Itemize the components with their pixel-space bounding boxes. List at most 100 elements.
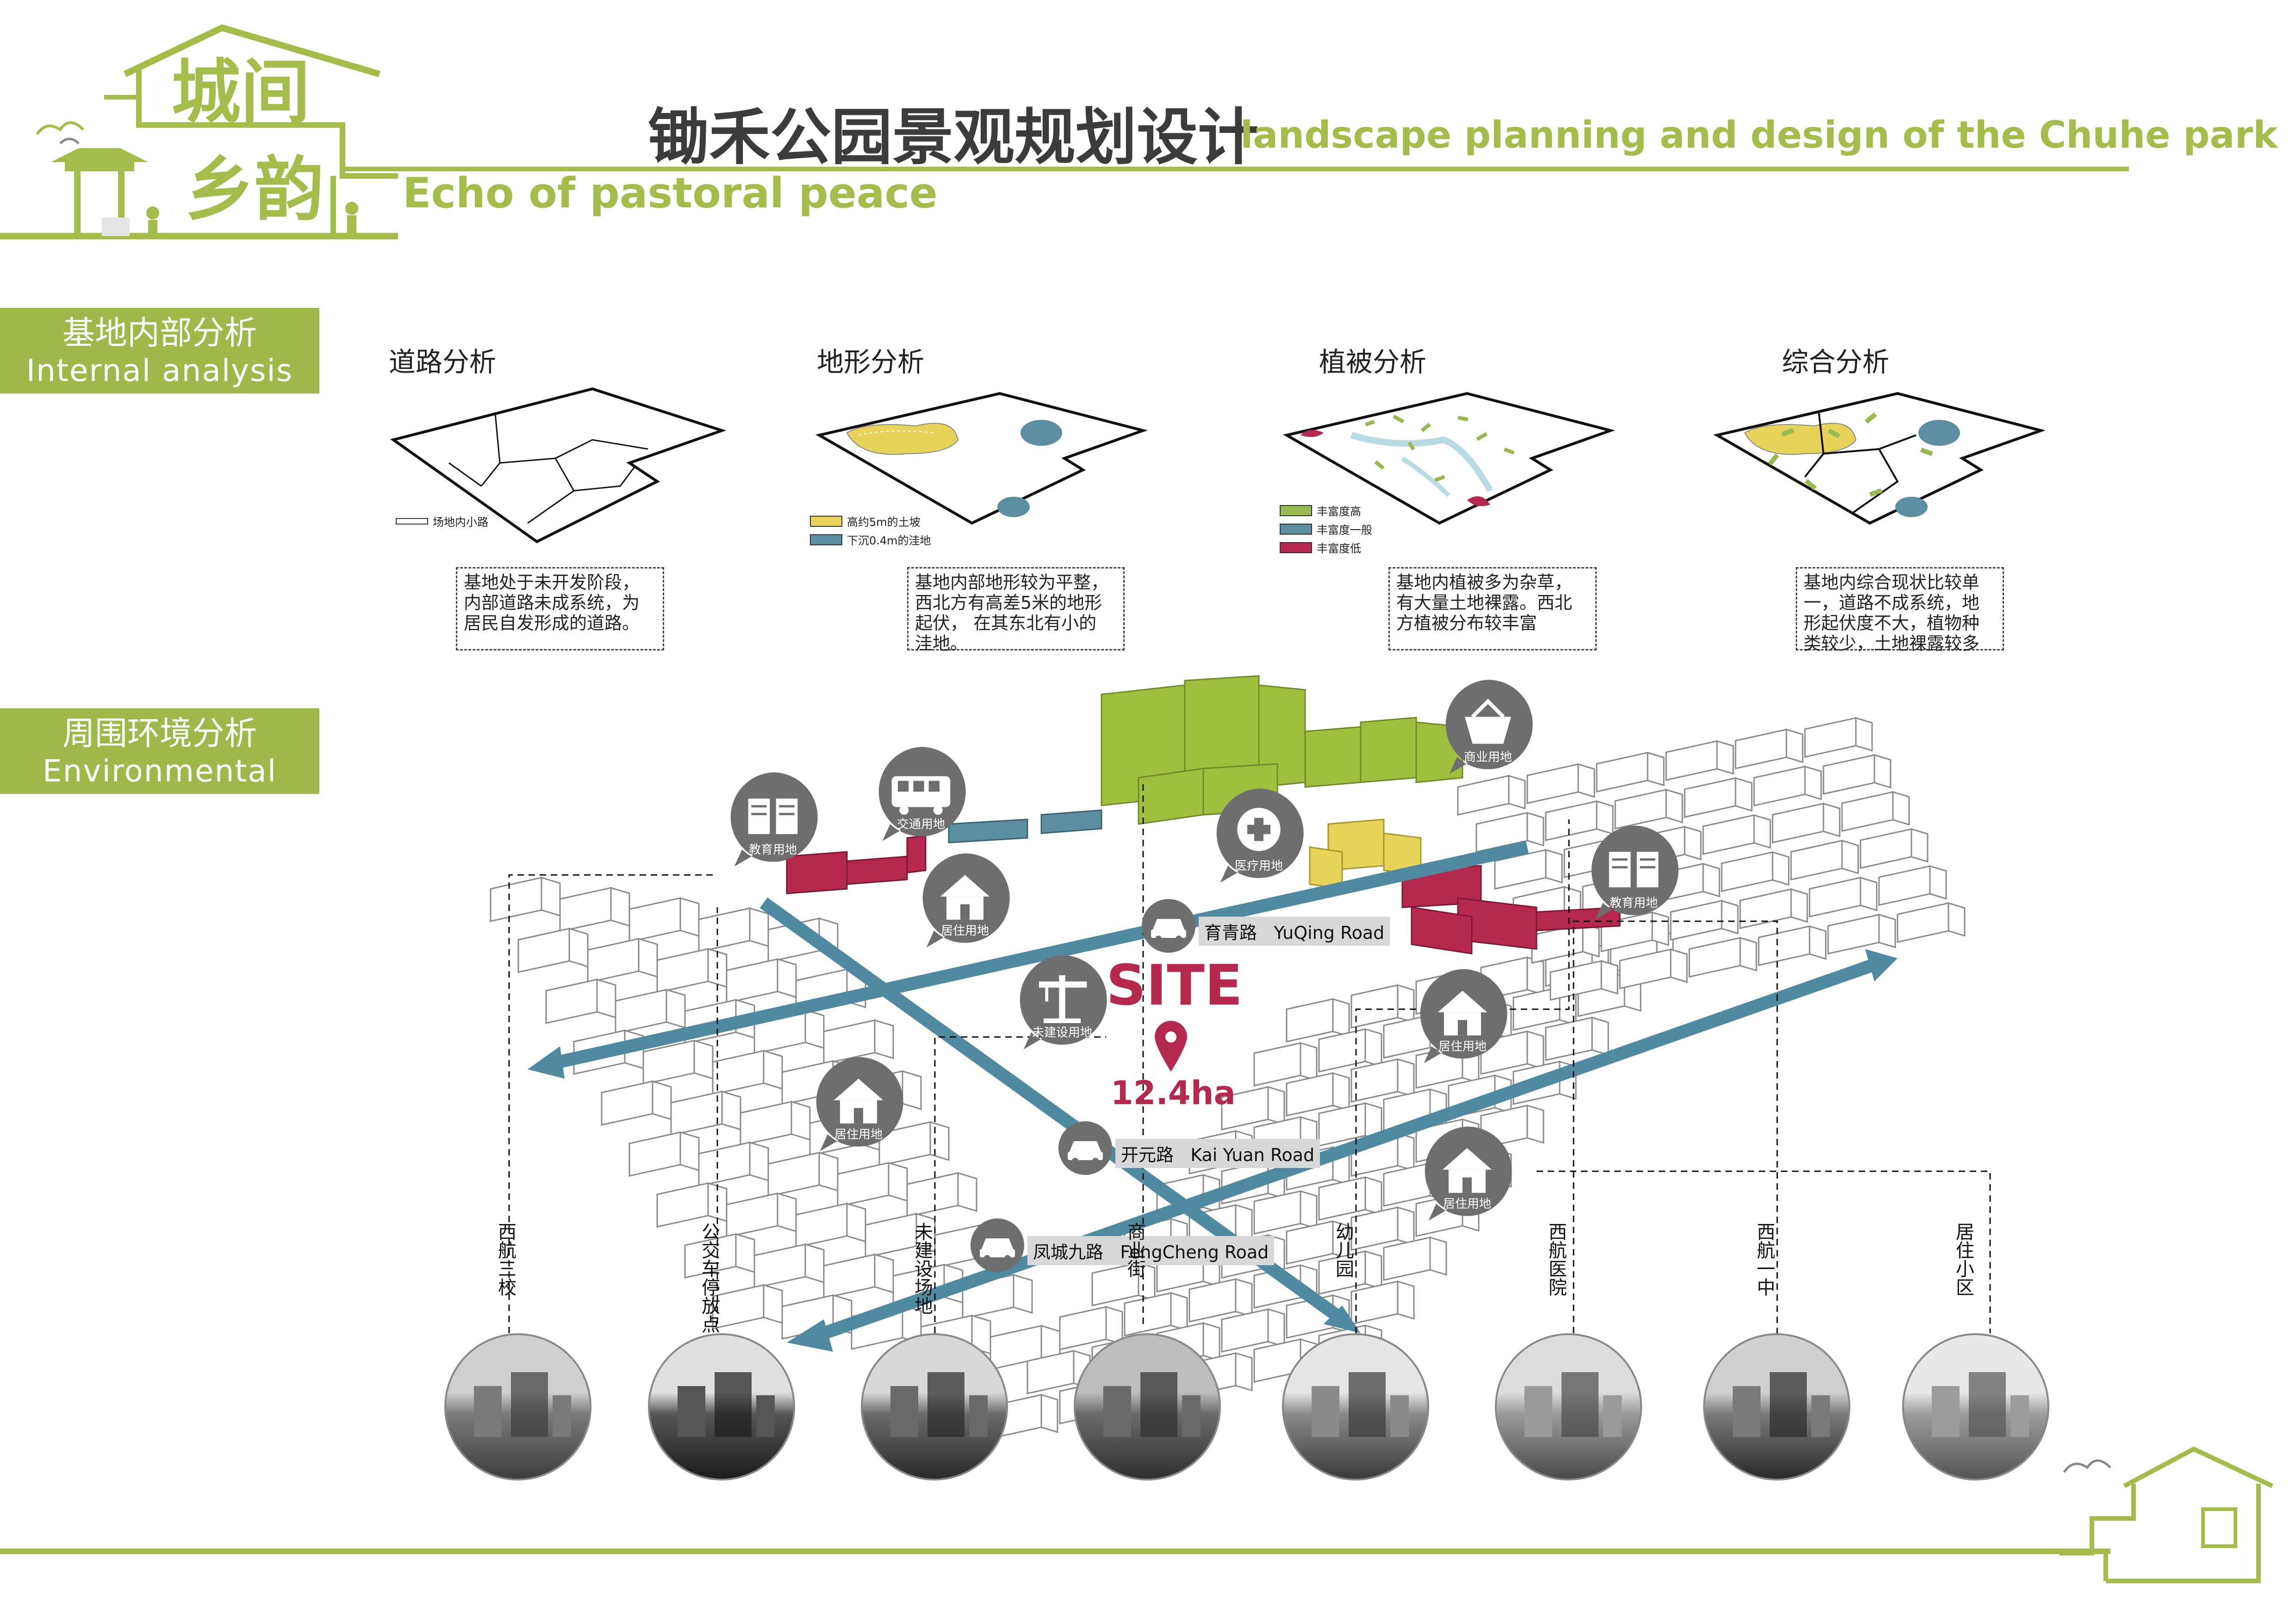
car-icon bbox=[1142, 899, 1195, 953]
land-use-marker: 交通用地 bbox=[875, 745, 967, 844]
photo-label: 未建设场地 bbox=[911, 1222, 933, 1315]
bus-icon bbox=[878, 747, 966, 841]
site-photo bbox=[1902, 1333, 2049, 1480]
car-icon bbox=[1058, 1121, 1112, 1175]
site-photo bbox=[1495, 1333, 1642, 1480]
shopping-basket-icon bbox=[1445, 680, 1533, 774]
land-use-marker: 商业用地 bbox=[1442, 678, 1534, 777]
header-rule bbox=[342, 167, 2129, 171]
road-name-en: FengCheng Road bbox=[1120, 1242, 1269, 1262]
legend-item: 场地内小路 bbox=[396, 513, 488, 529]
legend-label: 场地内小路 bbox=[433, 516, 488, 529]
environmental-section-tab: 周围环境分析 Environmental analysis bbox=[0, 708, 319, 826]
marker-label: 居住用地 bbox=[940, 924, 989, 938]
marker-label: 商业用地 bbox=[1463, 750, 1512, 764]
site-photo bbox=[1703, 1333, 1850, 1480]
land-use-marker: 居住用地 bbox=[919, 852, 1011, 951]
legend-label: 丰富度高 bbox=[1317, 505, 1361, 518]
land-use-marker: 医疗用地 bbox=[1213, 787, 1305, 886]
terrain-map-diagram bbox=[815, 392, 1148, 525]
footer-house-icon bbox=[2060, 1446, 2274, 1583]
marker-label: 教育用地 bbox=[1609, 896, 1658, 910]
education-buildings bbox=[786, 835, 1621, 955]
site-photo bbox=[648, 1333, 795, 1480]
book-icon bbox=[1591, 825, 1679, 920]
land-use-marker: 教育用地 bbox=[727, 771, 819, 870]
marker-label: 未建设用地 bbox=[1032, 1026, 1092, 1040]
marker-label: 居住用地 bbox=[1443, 1197, 1491, 1211]
land-use-marker: 未建设用地 bbox=[1016, 954, 1108, 1053]
legend-item: 丰富度低 bbox=[1280, 539, 1361, 556]
legend-swatch bbox=[1280, 542, 1312, 553]
crane-icon bbox=[1020, 955, 1107, 1049]
land-use-marker: 居住用地 bbox=[1416, 968, 1509, 1067]
photo-label: 西航一中 bbox=[1754, 1222, 1775, 1296]
photo-label: 居住小区 bbox=[1953, 1222, 1974, 1296]
leader-lines bbox=[508, 782, 1991, 1333]
book-icon bbox=[730, 772, 818, 867]
marker-label: 居住用地 bbox=[1438, 1040, 1487, 1054]
panel-description: 基地处于未开发阶段， 内部道路未成系统，为 居民自发形成的道路。 bbox=[456, 567, 664, 650]
road-label: 育青路 YuQing Road bbox=[1199, 917, 1390, 946]
legend-item: 丰富度高 bbox=[1280, 502, 1361, 518]
legend-item: 高约5m的土坡 bbox=[810, 513, 921, 529]
panel-title: 道路分析 bbox=[389, 346, 497, 378]
photo-label: 幼儿园 bbox=[1332, 1222, 1354, 1278]
road-name-cn: 育青路 bbox=[1204, 923, 1257, 943]
car-icon bbox=[971, 1218, 1024, 1272]
house-icon bbox=[922, 853, 1010, 948]
comprehensive-map-diagram bbox=[1713, 392, 2046, 525]
road-name-en: Kai Yuan Road bbox=[1190, 1145, 1315, 1165]
road-name-en: YuQing Road bbox=[1274, 923, 1385, 943]
site-photo bbox=[1282, 1333, 1429, 1480]
medical-cross-icon bbox=[1216, 788, 1304, 883]
house-icon bbox=[1425, 1126, 1512, 1221]
panel-description: 基地内植被多为杂草， 有大量土地裸露。西北 方植被分布较丰富 bbox=[1388, 567, 1597, 650]
legend-swatch bbox=[810, 515, 842, 527]
legend-label: 丰富度一般 bbox=[1317, 524, 1372, 537]
site-label: SITE bbox=[1106, 954, 1243, 1018]
vegetation-map-diagram bbox=[1282, 392, 1615, 525]
site-photo bbox=[861, 1333, 1008, 1480]
road-arrow-heads bbox=[528, 949, 1898, 1352]
site-photo bbox=[1074, 1333, 1221, 1480]
land-use-marker: 居住用地 bbox=[1421, 1125, 1513, 1224]
road-name-cn: 开元路 bbox=[1121, 1145, 1174, 1165]
panel-title: 综合分析 bbox=[1782, 346, 1890, 378]
legend-swatch bbox=[810, 534, 842, 545]
site-area: 12.4ha bbox=[1111, 1074, 1236, 1112]
site-photo bbox=[444, 1333, 591, 1480]
marker-label: 教育用地 bbox=[748, 843, 797, 857]
legend-label: 高约5m的土坡 bbox=[847, 516, 921, 529]
land-use-marker: 教育用地 bbox=[1587, 824, 1680, 923]
legend-item: 丰富度一般 bbox=[1280, 521, 1372, 537]
legend-swatch bbox=[1280, 523, 1312, 535]
panel-title: 地形分析 bbox=[817, 346, 925, 378]
legend-swatch bbox=[1280, 505, 1312, 516]
photo-label: 公交车停放点 bbox=[698, 1222, 720, 1333]
logo-text-line2: 乡韵 bbox=[185, 150, 324, 230]
footer-rule bbox=[0, 1549, 2110, 1554]
marker-label: 交通用地 bbox=[896, 818, 945, 831]
legend-label: 丰富度低 bbox=[1317, 542, 1361, 555]
page-title-en: landscape planning and design of the Chu… bbox=[1240, 113, 2278, 156]
road-name-cn: 凤城九路 bbox=[1033, 1242, 1104, 1262]
legend-item: 下沉0.4m的洼地 bbox=[810, 531, 931, 548]
marker-label: 医疗用地 bbox=[1234, 859, 1283, 873]
road-map-diagram bbox=[390, 387, 727, 543]
photo-label: 西航三校 bbox=[495, 1222, 516, 1296]
legend-label: 下沉0.4m的洼地 bbox=[847, 534, 931, 547]
environmental-title-cn: 周围环境分析 bbox=[62, 714, 257, 752]
page-title-cn: 锄禾公园景观规划设计 bbox=[648, 102, 1259, 173]
house-icon bbox=[1420, 969, 1507, 1063]
panel-description: 基地内综合现状比较单 一，道路不成系统，地 形起伏度不大，植物种 类较少，土地裸… bbox=[1796, 567, 2004, 654]
panel-description: 基地内部地形较为平整， 西北方有高差5米的地形 起伏， 在其东北有小的 洼地。 bbox=[907, 567, 1125, 654]
land-use-marker: 居住用地 bbox=[812, 1056, 905, 1155]
page-subtitle-en: Echo of pastoral peace bbox=[403, 169, 938, 218]
environmental-title-en: Environmental analysis bbox=[42, 753, 277, 826]
legend-swatch bbox=[396, 518, 428, 525]
location-pin-icon bbox=[1155, 1021, 1187, 1072]
house-icon bbox=[816, 1057, 903, 1151]
road-label: 凤城九路 FengCheng Road bbox=[1027, 1236, 1275, 1265]
photo-label: 商业街 bbox=[1124, 1222, 1145, 1278]
